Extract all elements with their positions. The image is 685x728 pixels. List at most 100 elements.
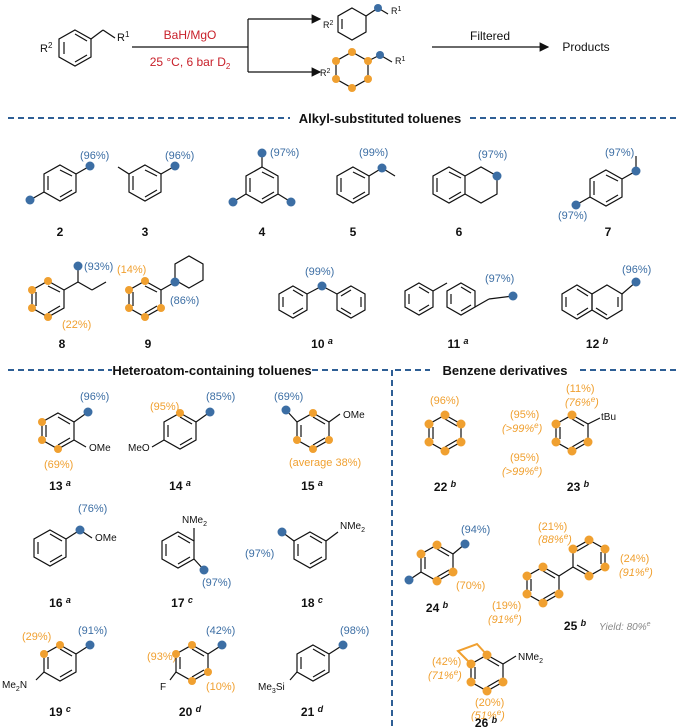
benzene-26-bracket <box>456 642 488 665</box>
label-19b: (91%) <box>78 625 107 637</box>
label-23b: (76%e) <box>565 395 599 409</box>
label-23a: (11%) <box>566 383 595 395</box>
label-3: (96%) <box>165 150 194 162</box>
label-25c: (24%) <box>620 553 649 565</box>
hetero-row3-structures <box>35 644 344 682</box>
label-10: (99%) <box>305 266 334 278</box>
hetero-row2-dots <box>75 525 287 575</box>
label-8a: (93%) <box>84 261 113 273</box>
conditions-label: 25 °C, 6 bar D2 <box>150 55 231 71</box>
label-22: (96%) <box>430 395 459 407</box>
compound-number-20: 20 d <box>179 704 202 719</box>
group-meo-14: MeO <box>128 443 150 454</box>
row2-dots <box>28 261 641 321</box>
label-13b: (69%) <box>44 459 73 471</box>
label-25a: (21%) <box>538 521 567 533</box>
compound-number-26: 26 b <box>475 715 498 728</box>
label-15a: (69%) <box>274 391 303 403</box>
label-19a: (29%) <box>22 631 51 643</box>
product-r2-top: R2 <box>323 20 334 30</box>
label-8b: (22%) <box>62 319 91 331</box>
group-tbu-23: tBu <box>601 412 616 423</box>
compound-number-5: 5 <box>350 225 357 239</box>
label-18: (97%) <box>245 548 274 560</box>
compound-number-22: 22 b <box>434 479 457 494</box>
compound-number-4: 4 <box>259 225 266 239</box>
hetero-row1-dots <box>38 405 333 453</box>
compound-number-8: 8 <box>59 337 66 351</box>
product-r2-bottom: R2 <box>320 68 331 78</box>
product-r1-top: R1 <box>391 6 402 16</box>
label-23d: (>99%e) <box>502 421 543 435</box>
section-title-hetero: Heteroatom-containing toluenes <box>112 363 311 378</box>
label-24a: (94%) <box>461 524 490 536</box>
label-17: (97%) <box>202 577 231 589</box>
row1-dots <box>25 148 641 210</box>
yield-25: Yield: 80%e <box>599 621 651 633</box>
label-12: (96%) <box>622 264 651 276</box>
compound-number-3: 3 <box>142 225 149 239</box>
label-9b: (86%) <box>170 295 199 307</box>
label-14b: (85%) <box>206 391 235 403</box>
label-5: (99%) <box>359 147 388 159</box>
label-23c: (95%) <box>510 409 539 421</box>
compound-number-7: 7 <box>605 225 612 239</box>
label-16: (76%) <box>78 503 107 515</box>
benzene-structures <box>408 414 606 692</box>
row1-structures <box>29 153 637 207</box>
compound-number-14: 14 a <box>169 478 191 493</box>
label-11: (97%) <box>485 273 514 285</box>
compound-number-6: 6 <box>456 225 463 239</box>
compound-number-12: 12 b <box>586 336 609 351</box>
hetero-row3-dots <box>40 640 348 685</box>
products-label: Products <box>562 40 609 54</box>
group-ome-15: OMe <box>343 410 365 421</box>
compound-number-17: 17 c <box>171 595 193 610</box>
label-25e: (19%) <box>492 600 521 612</box>
compound-number-25: 25 b <box>564 618 587 633</box>
section-title-alkyl: Alkyl-substituted toluenes <box>299 111 462 126</box>
label-20a: (93%) <box>147 651 176 663</box>
compound-number-23: 23 b <box>567 479 590 494</box>
label-13a: (96%) <box>80 391 109 403</box>
compound-number-13: 13 a <box>49 478 71 493</box>
section-title-benzene: Benzene derivatives <box>442 363 567 378</box>
label-26a: (42%) <box>432 656 461 668</box>
compound-number-11: 11 a <box>447 336 468 351</box>
compound-number-2: 2 <box>57 225 64 239</box>
compound-number-24: 24 b <box>426 600 449 615</box>
label-15b: (average 38%) <box>289 457 361 469</box>
label-4: (97%) <box>270 147 299 159</box>
label-25f: (91%e) <box>488 612 522 626</box>
label-26c: (20%) <box>475 697 504 709</box>
reaction-scheme <box>58 7 550 89</box>
row2-structures <box>31 255 637 320</box>
group-me3si-21: Me3Si <box>258 682 285 695</box>
group-nme2-17: NMe2 <box>182 515 207 528</box>
label-23e: (95%) <box>510 452 539 464</box>
compound-number-15: 15 a <box>301 478 323 493</box>
label-25b: (88%e) <box>538 532 572 546</box>
compound-number-21: 21 d <box>301 704 324 719</box>
benzene-dots <box>404 410 610 696</box>
label-6: (97%) <box>478 149 507 161</box>
compound-number-9: 9 <box>145 337 152 351</box>
compound-number-16: 16 a <box>49 595 71 610</box>
section-dividers <box>8 117 680 728</box>
product-r1-bottom: R1 <box>395 56 406 66</box>
label-26b: (71%e) <box>428 668 462 682</box>
scheme-deuterium-dots <box>332 4 384 92</box>
group-ome-16: OMe <box>95 533 117 544</box>
group-me2n-19: Me2N <box>2 680 27 693</box>
label-14a: (95%) <box>150 401 179 413</box>
label-7a: (97%) <box>605 147 634 159</box>
label-21: (98%) <box>340 625 369 637</box>
label-9a: (14%) <box>117 264 146 276</box>
label-20b: (42%) <box>206 625 235 637</box>
group-ome-13: OMe <box>89 443 111 454</box>
label-24b: (70%) <box>456 580 485 592</box>
group-nme2-26: NMe2 <box>518 652 543 665</box>
compound-number-10: 10 a <box>311 336 333 351</box>
compound-number-19: 19 c <box>49 704 71 719</box>
label-2: (96%) <box>80 150 109 162</box>
